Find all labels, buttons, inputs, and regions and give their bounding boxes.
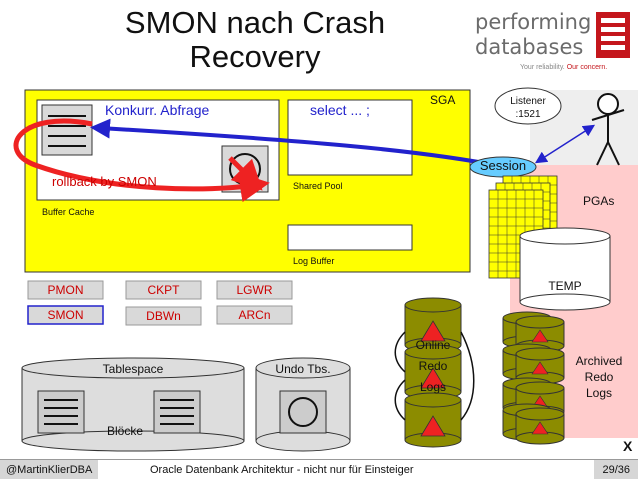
online-redo-line1: Online: [415, 338, 451, 352]
archived-redo-line3: Logs: [585, 386, 613, 400]
process-ckpt: [125, 280, 202, 300]
buffer-cache-label: Buffer Cache: [42, 207, 95, 217]
logo-tagline-accent: Our concern.: [566, 64, 608, 71]
lgwr-label: LGWR: [236, 283, 273, 297]
archived-redo-label: Archived Redo Logs: [566, 353, 632, 401]
session-label: Session: [479, 158, 527, 173]
process-lgwr: [216, 280, 293, 300]
footer-author: @MartinKlierDBA: [0, 460, 99, 479]
pgas-label: PGAs: [583, 194, 615, 208]
archived-redo-cylinder: [515, 315, 565, 353]
process-smon: [27, 305, 104, 325]
user-figure-icon: [591, 93, 625, 166]
online-redo-line2: Redo: [418, 359, 448, 373]
online-redo-label: Online Redo Logs: [405, 329, 461, 404]
footer-page-number: 29/36: [594, 460, 638, 479]
listener-ellipse: [494, 87, 562, 125]
concurrent-query-label: Konkurr. Abfrage: [105, 102, 210, 118]
arcn-label: ARCn: [238, 308, 271, 322]
blocks-label: Blöcke: [106, 424, 144, 438]
rollback-arrow: [13, 118, 270, 203]
redo-cycle-arrow-3: [460, 331, 475, 421]
redo-cycle-arrow-1: [394, 331, 406, 373]
title-line-1: SMON nach Crash: [124, 5, 386, 40]
client-connection-arrow: [534, 124, 596, 164]
online-redo-logs: [404, 297, 462, 448]
process-dbwn: [125, 306, 202, 326]
smon-label: SMON: [47, 308, 84, 322]
dbwn-label: DBWn: [146, 309, 181, 323]
temp-label: TEMP: [548, 279, 582, 293]
buffer-block-icon: [41, 104, 93, 156]
archived-redo-cylinder: [515, 347, 565, 385]
listener-label: Listener :1521: [495, 95, 561, 121]
logo-tagline: Your reliability. Our concern.: [520, 64, 607, 71]
redo-cycle-arrow-2: [394, 379, 406, 421]
footer-bar: @MartinKlierDBA Oracle Datenbank Archite…: [0, 459, 638, 479]
online-redo-cylinder: [404, 344, 462, 400]
title-line-2: Recovery: [189, 39, 321, 74]
select-statement-label: select ... ;: [310, 102, 370, 118]
footer-subtitle: Oracle Datenbank Architektur - nicht nur…: [150, 464, 414, 476]
ckpt-label: CKPT: [147, 283, 180, 297]
online-redo-line3: Logs: [419, 380, 447, 394]
online-redo-cylinder: [404, 392, 462, 448]
shared-pool-label: Shared Pool: [293, 181, 343, 191]
undo-apply-arrow: [228, 156, 263, 191]
rollback-label: rollback by SMON: [52, 174, 157, 189]
archived-redo-line1: Archived: [575, 354, 623, 368]
pmon-label: PMON: [47, 283, 84, 297]
undo-segment-icon: [279, 390, 327, 434]
archived-redo-line2: Redo: [584, 370, 614, 384]
listener-label-line2: :1521: [515, 109, 541, 120]
archived-redo-cylinder: [515, 407, 565, 445]
slide-title: SMON nach Crash Recovery: [70, 6, 440, 74]
process-arcn: [216, 305, 293, 325]
temp-cylinder: [519, 227, 611, 311]
log-buffer-box: [287, 224, 413, 251]
logo-word-performing: performing: [475, 10, 592, 34]
tablespace-block-1-icon: [37, 390, 85, 434]
query-arrow: [90, 118, 501, 168]
archived-redo-logs: [502, 311, 565, 445]
undo-tablespace-label: Undo Tbs.: [275, 362, 331, 376]
shared-pool-box: [287, 99, 413, 176]
logo-icon: [596, 12, 630, 58]
listener-label-line1: Listener: [510, 96, 546, 107]
close-icon[interactable]: X: [623, 438, 633, 454]
logo-word-databases: databases: [475, 35, 584, 59]
tablespace-block-2-icon: [153, 390, 201, 434]
process-pmon: [27, 280, 104, 300]
logo-tagline-plain: Your reliability.: [520, 64, 567, 71]
sga-label: SGA: [430, 93, 456, 107]
tablespace-label: Tablespace: [102, 362, 164, 376]
log-buffer-label: Log Buffer: [293, 256, 335, 266]
